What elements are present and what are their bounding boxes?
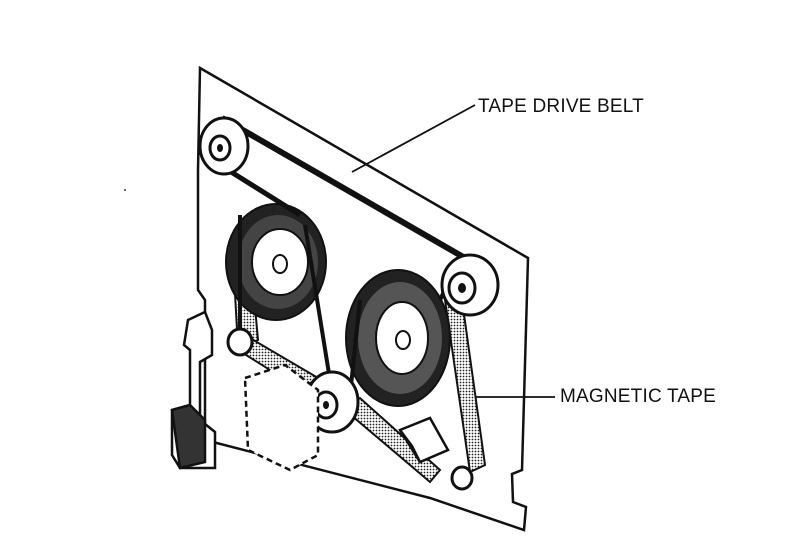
tape-drive-belt xyxy=(220,115,467,396)
magnetic-tape-label: MAGNETIC TAPE xyxy=(560,386,717,407)
belt-leader-line xyxy=(351,104,476,173)
guide-roller xyxy=(226,327,474,491)
tape-head-assembly xyxy=(170,310,450,472)
right-pulley xyxy=(440,253,500,317)
right-tape-reel xyxy=(345,269,451,407)
top-left-pulley xyxy=(198,116,250,176)
tape-drive-belt-label: TAPE DRIVE BELT xyxy=(478,96,644,117)
left-tape-reel xyxy=(225,203,327,321)
